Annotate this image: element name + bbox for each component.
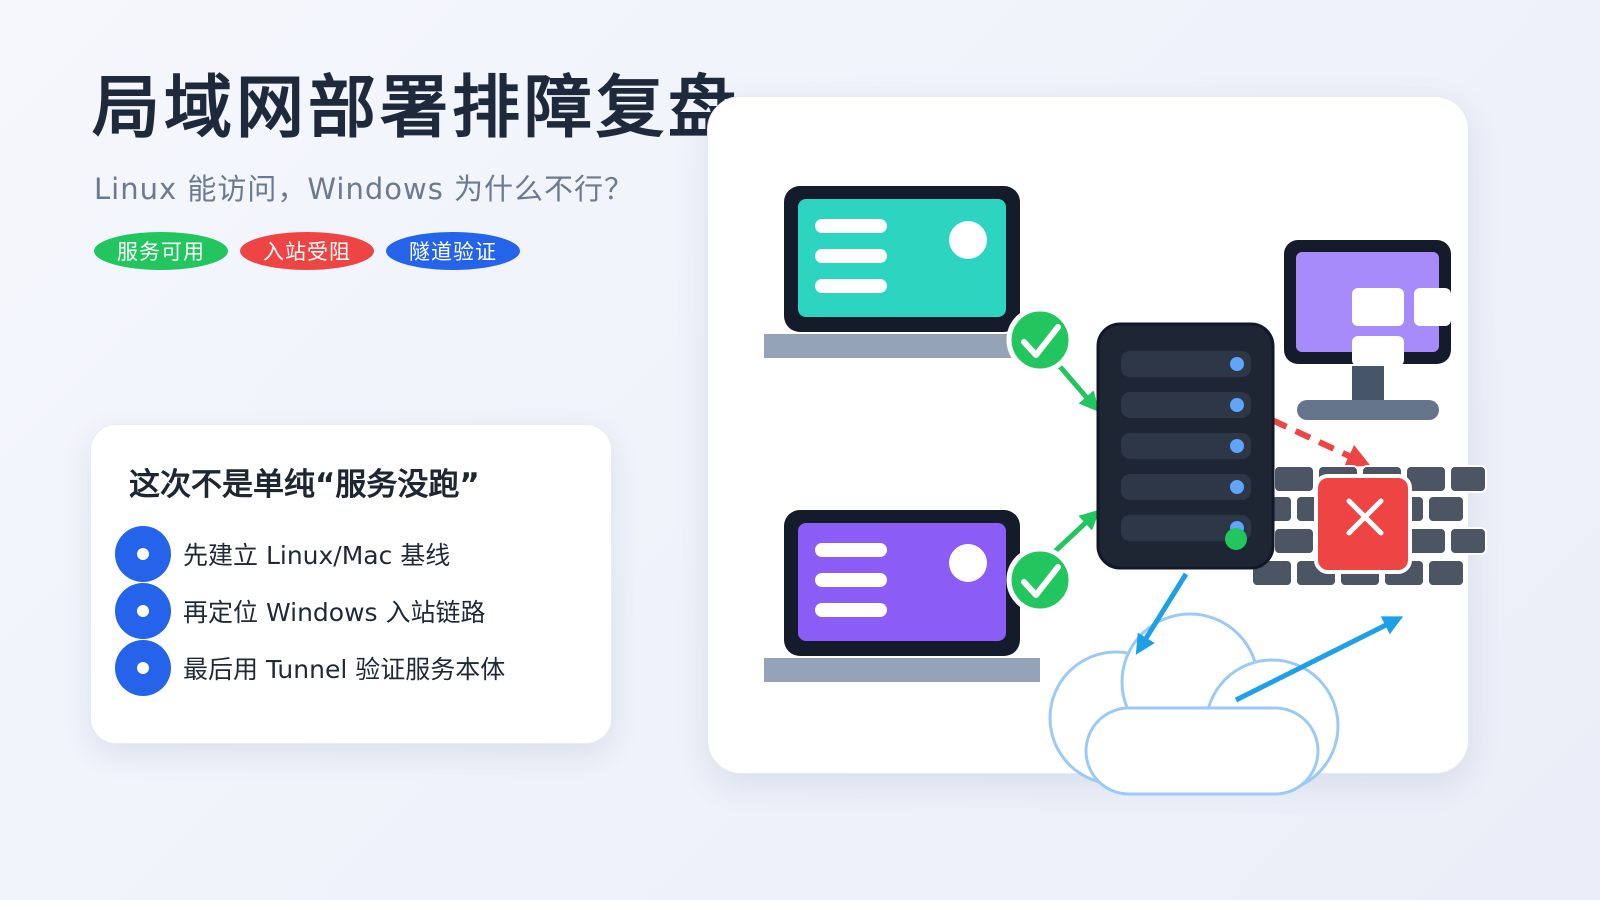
- step-label: 先建立 Linux/Mac 基线: [183, 540, 451, 570]
- bullet-icon: [115, 525, 171, 582]
- laptop-teal-icon: [764, 186, 1040, 358]
- list-item: 先建立 Linux/Mac 基线: [115, 525, 505, 582]
- checklist-steps: 先建立 Linux/Mac 基线 再定位 Windows 入站链路 最后用 Tu…: [115, 525, 505, 696]
- check-icon: [1006, 306, 1074, 374]
- tag-tunnel-verify: 隧道验证: [386, 232, 520, 270]
- blocked-x-icon: [1314, 474, 1412, 574]
- tag-list: 服务可用 入站受阻 隧道验证: [94, 232, 520, 270]
- server-icon: [1096, 322, 1275, 570]
- list-item: 最后用 Tunnel 验证服务本体: [115, 639, 505, 696]
- tunnel-arrow: [1135, 572, 1189, 655]
- tunnel-arrow: [1234, 616, 1404, 703]
- cloud-icon: [1048, 612, 1340, 796]
- bullet-icon: [115, 582, 171, 639]
- page-subtitle: Linux 能访问，Windows 为什么不行？: [94, 172, 635, 206]
- bullet-icon: [115, 639, 171, 696]
- laptop-purple-icon: [764, 510, 1040, 682]
- check-icon: [1006, 546, 1074, 614]
- allow-arrow: [1054, 360, 1100, 413]
- step-label: 再定位 Windows 入站链路: [183, 597, 486, 627]
- page-title: 局域网部署排障复盘: [92, 69, 741, 148]
- step-label: 最后用 Tunnel 验证服务本体: [183, 654, 506, 684]
- tag-inbound-blocked: 入站受阻: [240, 232, 374, 270]
- list-item: 再定位 Windows 入站链路: [115, 582, 505, 639]
- checklist-heading: 这次不是单纯“服务没跑”: [129, 467, 480, 503]
- tag-service-available: 服务可用: [94, 232, 228, 270]
- blocked-arrow: [1270, 417, 1371, 467]
- checklist-card: 这次不是单纯“服务没跑” 先建立 Linux/Mac 基线 再定位 Window…: [90, 424, 612, 744]
- monitor-icon: [1284, 240, 1451, 420]
- allow-arrow: [1048, 509, 1100, 558]
